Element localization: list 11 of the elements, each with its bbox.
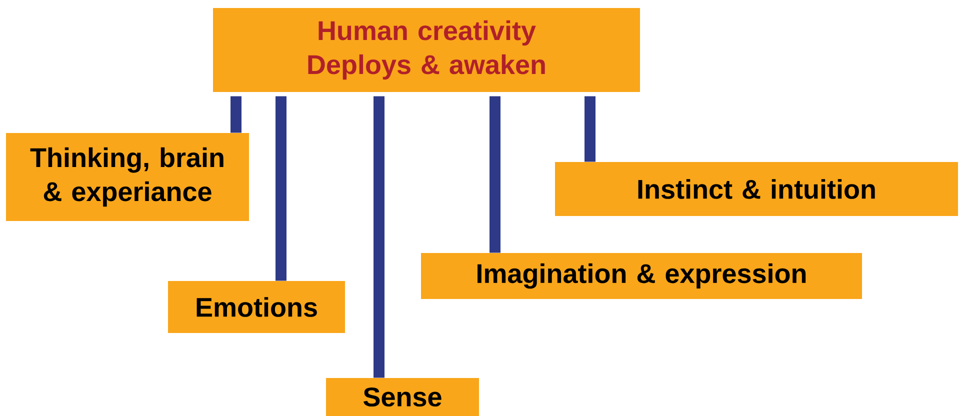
label-box: Imagination & expression [421,253,862,299]
connector-line [276,96,286,281]
connector-line [490,96,500,253]
label-box: Emotions [168,281,345,333]
label-box: Human creativity Deploys & awaken [213,8,640,92]
label-box: Sense [326,378,479,416]
label-box: Instinct & intuition [555,162,958,216]
connector-line [374,96,384,378]
connector-line [230,96,242,133]
connector-line [584,96,596,162]
label-box: Thinking, brain & experiance [6,133,249,221]
